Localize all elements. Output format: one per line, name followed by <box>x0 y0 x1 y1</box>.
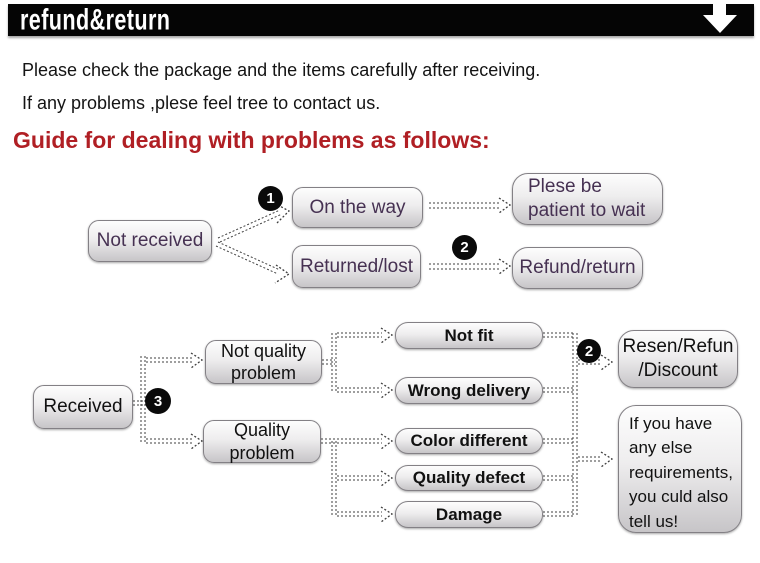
node-received: Received <box>33 385 133 429</box>
badge-step-1: 1 <box>258 186 283 211</box>
node-quality-defect: Quality defect <box>395 465 543 491</box>
intro-line-1: Please check the package and the items c… <box>22 60 541 80</box>
node-resend-refund-discount: Resen/Refun /Discount <box>618 330 738 388</box>
arrowhead <box>190 352 204 369</box>
node-damage: Damage <box>395 501 543 528</box>
node-wrong-delivery: Wrong delivery <box>395 377 543 404</box>
node-not-received: Not received <box>88 220 212 262</box>
node-quality-problem: Quality problem <box>203 420 321 463</box>
arrowhead <box>380 327 394 344</box>
node-other-requirements: If you have any else requirements, you c… <box>618 405 742 533</box>
arrowhead <box>380 382 394 399</box>
node-color-different: Color different <box>395 428 543 454</box>
node-returned-lost: Returned/lost <box>292 245 421 288</box>
node-not-quality-problem: Not quality problem <box>205 340 322 384</box>
banner-title: refund&return <box>20 3 171 37</box>
arrowhead <box>498 258 512 275</box>
badge-step-3: 3 <box>145 388 171 414</box>
badge-step-2: 2 <box>452 235 477 260</box>
arrowhead <box>190 433 204 450</box>
intro-line-2: If any problems ,plese feel tree to cont… <box>22 93 381 113</box>
arrowhead <box>380 506 394 523</box>
arrowhead <box>274 264 291 284</box>
down-arrow-stem <box>713 0 726 16</box>
arrowhead <box>600 451 614 468</box>
node-patient-wait: Plese be patient to wait <box>512 173 663 225</box>
banner: refund&return <box>8 4 754 36</box>
guide-heading: Guide for dealing with problems as follo… <box>13 127 490 153</box>
arrowhead <box>498 197 512 214</box>
arrowhead <box>380 470 394 487</box>
badge-step-2b: 2 <box>577 339 601 363</box>
arrowhead <box>380 433 394 450</box>
down-arrow-icon <box>703 0 737 34</box>
node-on-the-way: On the way <box>292 187 423 228</box>
down-arrow-head <box>703 15 737 33</box>
node-refund-return: Refund/return <box>512 247 643 289</box>
arrowhead <box>600 354 614 371</box>
arrowhead <box>275 203 291 224</box>
node-not-fit: Not fit <box>395 322 543 349</box>
